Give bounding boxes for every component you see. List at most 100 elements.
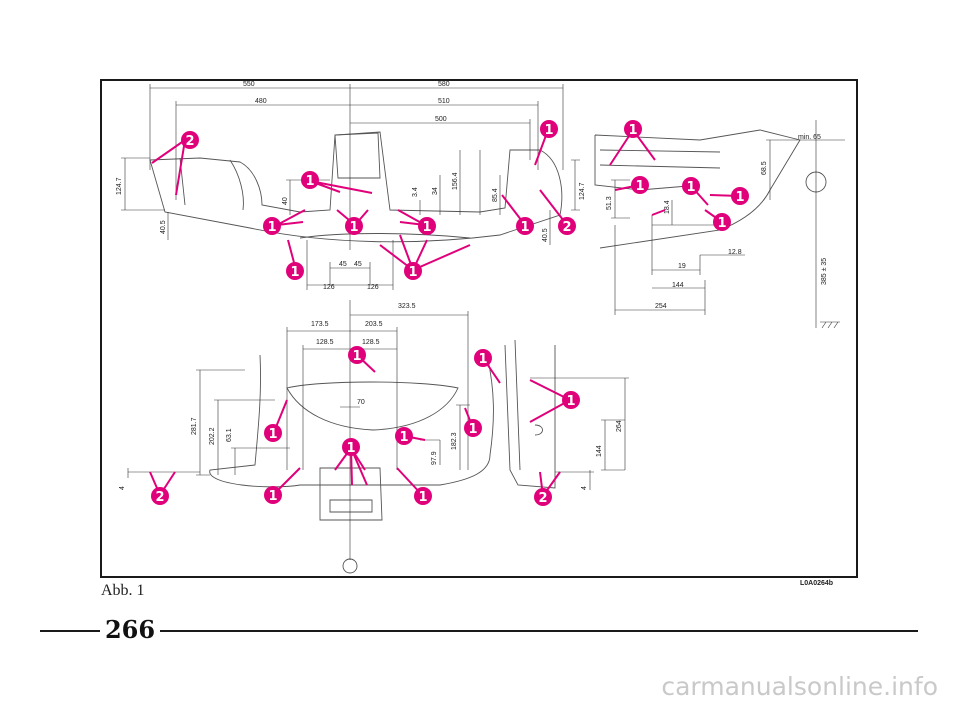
dim-4-right: 4: [581, 486, 588, 490]
dim-51-3: 51.3: [606, 196, 613, 210]
dim-254: 254: [655, 303, 667, 310]
diagram-frame: [100, 79, 858, 578]
dim-124-7-right: 124.7: [579, 182, 586, 200]
svg-text:2: 2: [156, 490, 165, 505]
svg-text:1: 1: [521, 220, 530, 235]
dim-85-4: 85.4: [492, 188, 499, 202]
svg-text:1: 1: [545, 123, 554, 138]
dim-4-left: 4: [119, 486, 126, 490]
badge-2-top-left: 2: [181, 131, 199, 149]
dim-580: 580: [438, 81, 450, 88]
badges: 2 1 1 1 1 1 1 1 1 2 1 1 1 1 1 1 1 1 1 1 …: [151, 120, 749, 506]
svg-text:2: 2: [539, 491, 548, 506]
badge-1-d: 1: [418, 217, 436, 235]
badge-2-rear-left: 2: [151, 487, 169, 505]
dim-202-2: 202.2: [209, 427, 216, 445]
svg-text:1: 1: [350, 220, 359, 235]
badge-1-e: 1: [286, 262, 304, 280]
dim-281-7: 281.7: [191, 417, 198, 435]
badge-1-rear-f: 1: [395, 427, 413, 445]
dim-124-7-left: 124.7: [116, 177, 123, 195]
badge-1-f: 1: [404, 262, 422, 280]
top-view: 550 580 480 510 500 124.7 40.5 40 3.4 34…: [116, 81, 586, 291]
svg-text:2: 2: [563, 220, 572, 235]
dim-19: 19: [678, 263, 686, 270]
rule-left: [40, 630, 100, 632]
svg-text:1: 1: [269, 427, 278, 442]
svg-text:1: 1: [419, 490, 428, 505]
dim-97-9: 97.9: [431, 451, 438, 465]
dim-40-5-right: 40.5: [542, 228, 549, 242]
dim-70: 70: [357, 399, 365, 406]
svg-text:1: 1: [469, 422, 478, 437]
dim-68-5: 68.5: [761, 161, 768, 175]
svg-text:1: 1: [353, 349, 362, 364]
svg-text:1: 1: [479, 352, 488, 367]
badge-2-rear-right: 2: [534, 488, 552, 506]
dim-510: 510: [438, 98, 450, 105]
dim-63-1: 63.1: [226, 428, 233, 442]
badge-1-side-b: 1: [631, 176, 649, 194]
dim-128-5-right: 128.5: [362, 339, 380, 346]
badge-2-top-right: 2: [558, 217, 576, 235]
dim-40-5-left: 40.5: [160, 220, 167, 234]
svg-text:1: 1: [306, 174, 315, 189]
dim-12-8: 12.8: [728, 249, 742, 256]
svg-text:2: 2: [186, 134, 195, 149]
dim-480: 480: [255, 98, 267, 105]
dim-550: 550: [243, 81, 255, 88]
badge-1-c: 1: [345, 217, 363, 235]
dim-126-right: 126: [367, 284, 379, 291]
badge-1-rear-c: 1: [562, 391, 580, 409]
badge-1-rear-i: 1: [414, 487, 432, 505]
svg-text:1: 1: [269, 489, 278, 504]
svg-text:1: 1: [268, 220, 277, 235]
watermark: carmanualsonline.info: [661, 672, 938, 701]
badge-1-rear-e: 1: [264, 424, 282, 442]
rear-view: 323.5 173.5 203.5 128.5 128.5 70 281.7 2…: [119, 300, 629, 574]
dim-323-5: 323.5: [398, 303, 416, 310]
dim-156-4: 156.4: [452, 172, 459, 190]
badge-1-rear-g: 1: [342, 438, 360, 456]
svg-text:1: 1: [629, 123, 638, 138]
badge-1-rear-a: 1: [348, 346, 366, 364]
dim-128-5-left: 128.5: [316, 339, 334, 346]
dim-264: 264: [616, 420, 623, 432]
dim-144-rear: 144: [596, 445, 603, 457]
figure-code: L0A0264b: [800, 580, 834, 587]
svg-text:1: 1: [718, 216, 727, 231]
svg-text:1: 1: [567, 394, 576, 409]
dim-45-right: 45: [354, 261, 362, 268]
svg-text:1: 1: [400, 430, 409, 445]
dim-144-side: 144: [672, 282, 684, 289]
svg-text:1: 1: [347, 441, 356, 456]
badge-1-rear-b: 1: [474, 349, 492, 367]
dim-3-4: 3.4: [412, 187, 419, 197]
dim-173-5: 173.5: [311, 321, 329, 328]
badge-1-side-d: 1: [731, 187, 749, 205]
badge-1-side-e: 1: [713, 213, 731, 231]
badge-1-rear-d: 1: [464, 419, 482, 437]
dim-385: 385 ± 35: [821, 258, 828, 285]
badge-1-h: 1: [540, 120, 558, 138]
dim-18-4: 18.4: [664, 200, 671, 214]
dim-500: 500: [435, 116, 447, 123]
badge-1-g: 1: [516, 217, 534, 235]
page-number: 266: [104, 615, 156, 644]
badge-1-a: 1: [301, 171, 319, 189]
badge-1-rear-h: 1: [264, 486, 282, 504]
dim-203-5: 203.5: [365, 321, 383, 328]
svg-text:1: 1: [687, 180, 696, 195]
svg-text:1: 1: [291, 265, 300, 280]
dim-45-left: 45: [339, 261, 347, 268]
svg-text:1: 1: [636, 179, 645, 194]
dim-min-65: min. 65: [798, 134, 821, 141]
dim-182-3: 182.3: [451, 432, 458, 450]
leader-lines: [149, 129, 741, 497]
dim-34: 34: [432, 187, 439, 195]
svg-text:1: 1: [736, 190, 745, 205]
dim-40: 40: [282, 197, 289, 205]
dim-126-left: 126: [323, 284, 335, 291]
badge-1-side-c: 1: [682, 177, 700, 195]
